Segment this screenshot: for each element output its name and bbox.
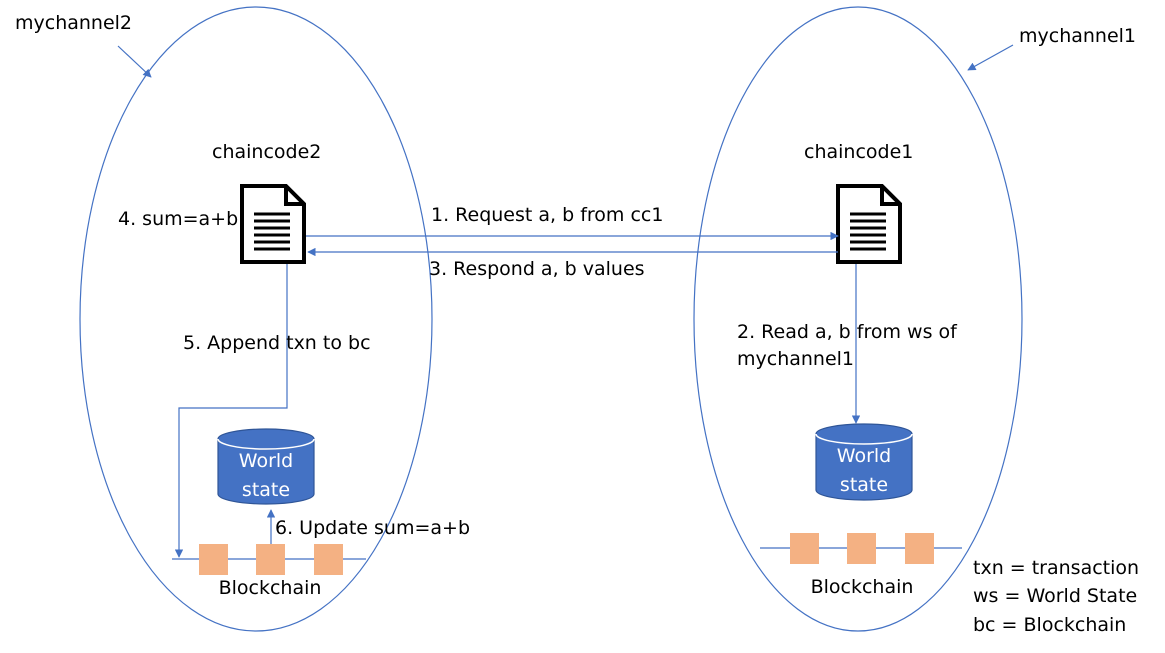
legend-line-1: txn = transaction (973, 557, 1139, 579)
block-square-icon (790, 533, 819, 564)
block-square-icon (256, 544, 285, 575)
blockchain-label-left: Blockchain (219, 577, 322, 599)
step-3-label: 3. Respond a, b values (429, 258, 645, 280)
channel-pointer-arrow-left (117, 45, 152, 78)
step-1-label: 1. Request a, b from cc1 (431, 204, 663, 226)
chaincode-title-left: chaincode2 (212, 141, 321, 163)
chaincode-title-right: chaincode1 (804, 141, 913, 163)
block-square-icon (905, 533, 934, 564)
block-square-icon (314, 544, 343, 575)
channel-ellipse-left (79, 6, 433, 632)
channel-ellipse-right (693, 6, 1023, 632)
world-state-label-right-line1: World (837, 445, 891, 467)
step-6-label: 6. Update sum=a+b (275, 517, 470, 539)
database-cylinder-icon (815, 423, 913, 501)
step-4-label: 4. sum=a+b (118, 208, 238, 230)
world-state-label-left-line2: state (242, 479, 290, 501)
channel-name-left: mychannel2 (15, 12, 132, 34)
step-5-label: 5. Append txn to bc (183, 332, 371, 354)
legend-line-2: ws = World State (973, 585, 1137, 607)
block-square-icon (847, 533, 876, 564)
document-icon (240, 184, 306, 264)
channel-pointer-arrow-right (967, 44, 1014, 71)
legend-line-3: bc = Blockchain (973, 614, 1126, 636)
database-cylinder-icon (217, 428, 315, 505)
block-square-icon (199, 544, 228, 575)
document-icon (836, 184, 902, 264)
channel-name-right: mychannel1 (1019, 25, 1136, 47)
step-2-label-line2: mychannel1 (737, 348, 854, 370)
blockchain-label-right: Blockchain (811, 576, 914, 598)
world-state-label-left-line1: World (239, 450, 293, 472)
world-state-label-right-line2: state (840, 474, 888, 496)
append-arrow (174, 264, 288, 558)
step-2-label-line1: 2. Read a, b from ws of (737, 321, 958, 343)
